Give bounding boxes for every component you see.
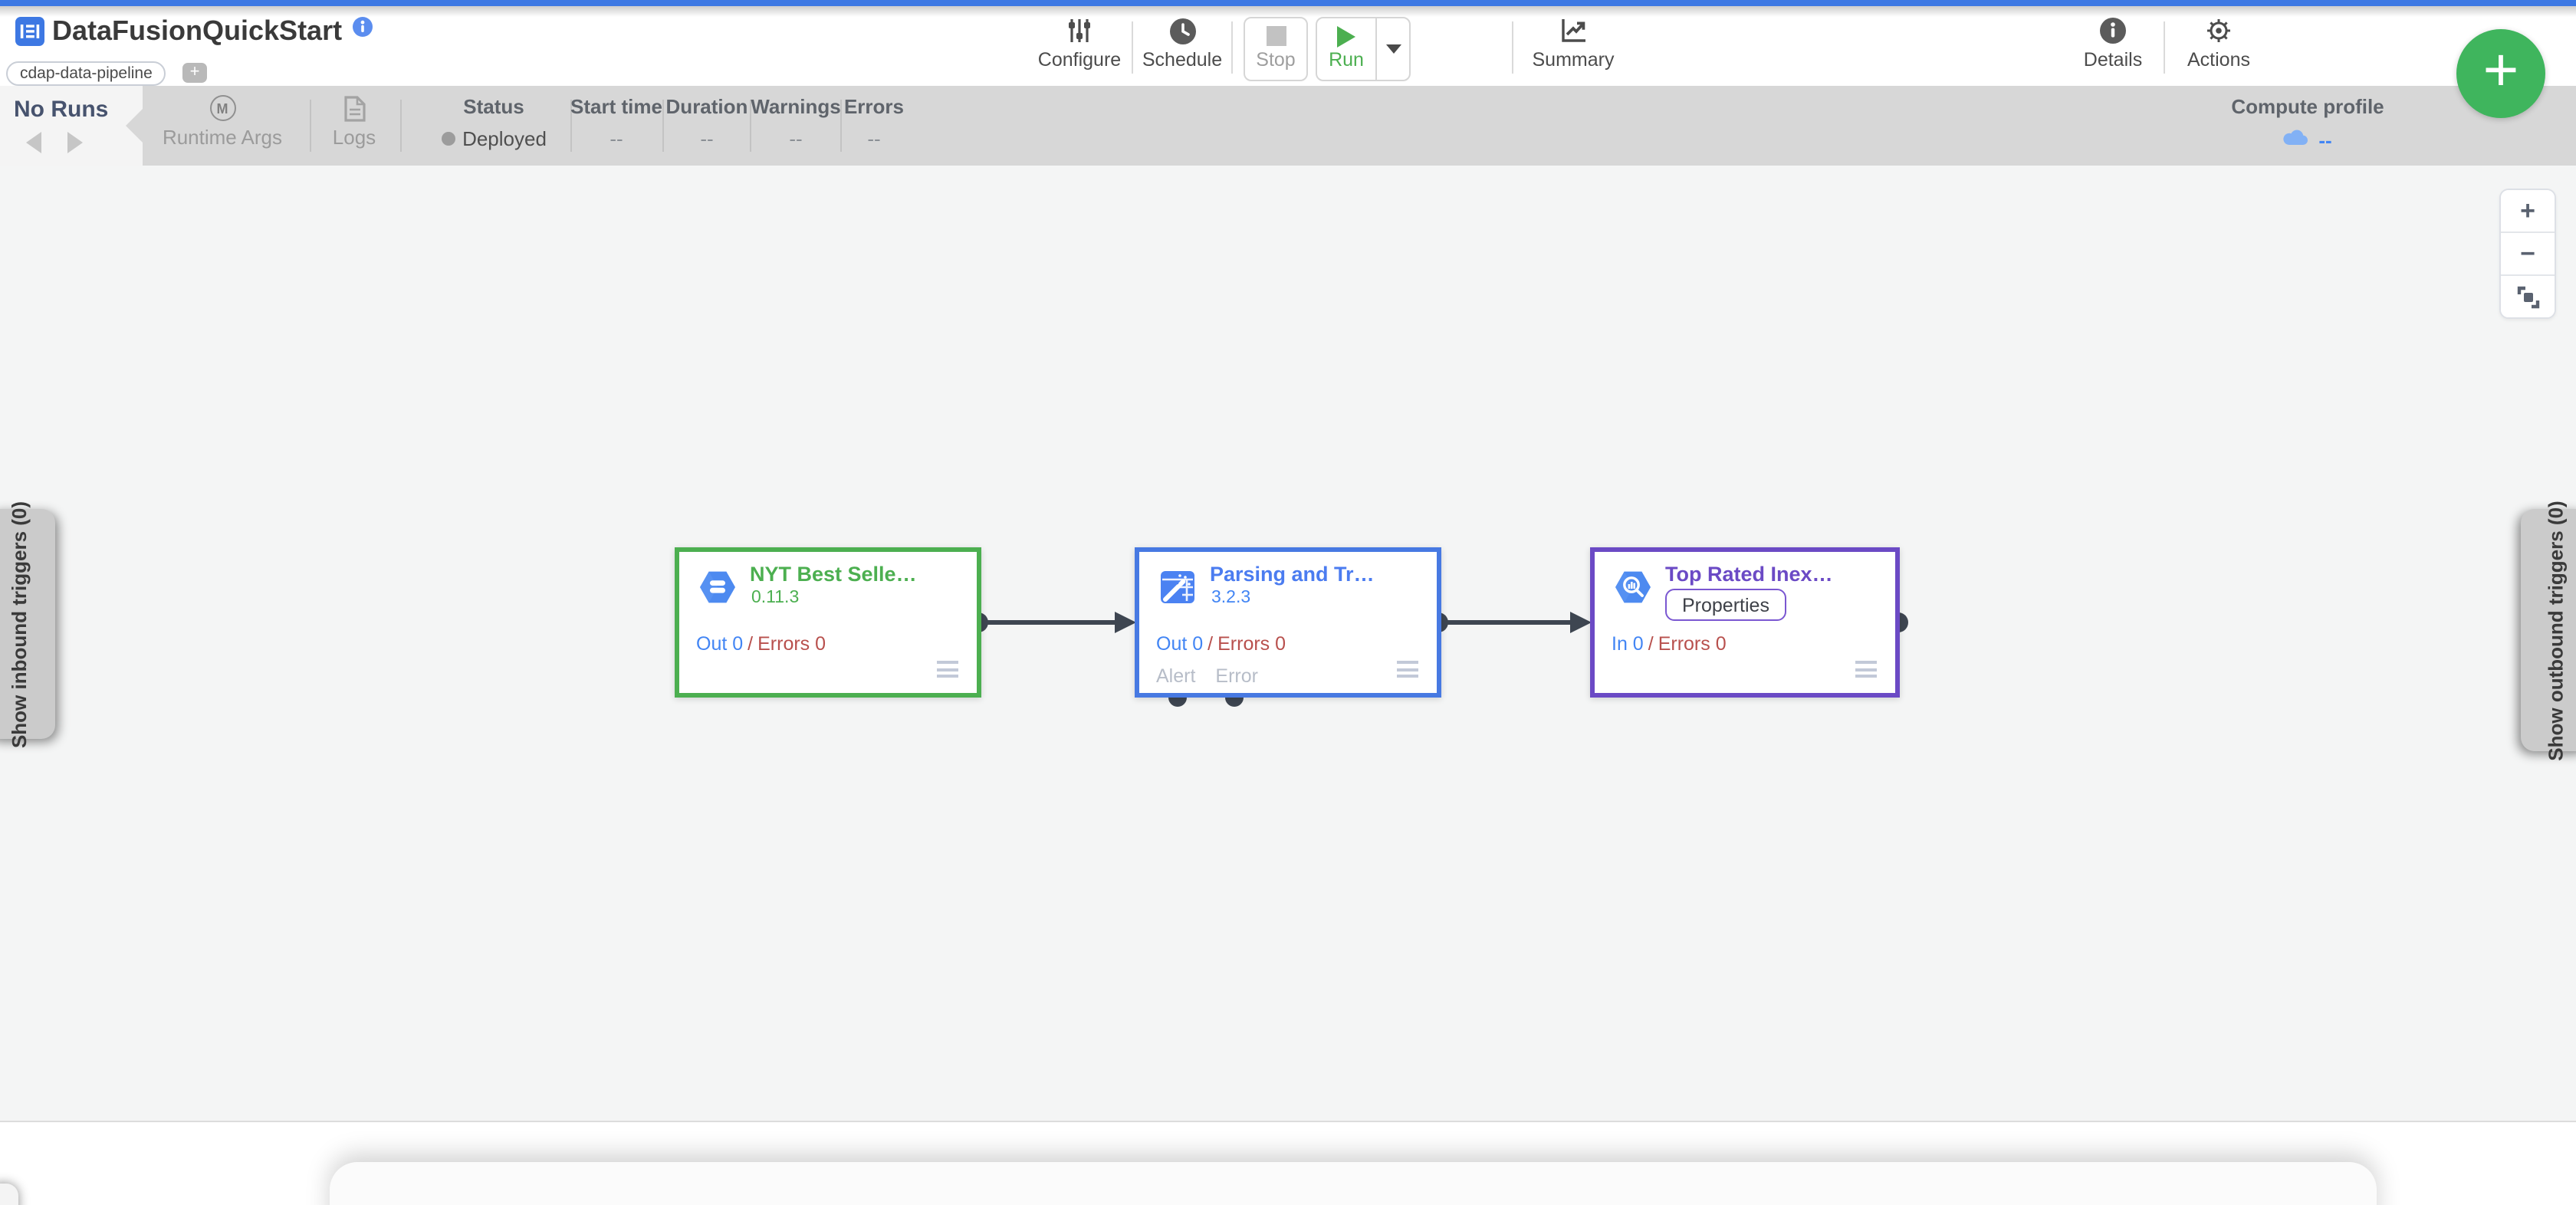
- node-title: Parsing and Tr…: [1210, 563, 1375, 586]
- errors-metric[interactable]: Errors 0: [1217, 633, 1286, 655]
- out-metric[interactable]: Out 0: [696, 633, 744, 655]
- toolbar-separator: [2164, 21, 2165, 74]
- stop-icon: [1266, 26, 1286, 46]
- add-tag-button[interactable]: +: [182, 63, 207, 83]
- sliders-icon: [1030, 15, 1129, 46]
- warnings-stat: Warnings --: [751, 95, 841, 150]
- compute-profile-value: --: [2318, 128, 2332, 151]
- node-metrics: In 0/Errors 0: [1612, 633, 1727, 655]
- source-node[interactable]: NYT Best Selle… 0.11.3 Out 0/Errors 0: [675, 547, 981, 698]
- pipeline-title-row: DataFusionQuickStart: [52, 12, 373, 49]
- transform-node[interactable]: Parsing and Tr… 3.2.3 Out 0/Errors 0 Ale…: [1135, 547, 1441, 698]
- document-icon: [301, 94, 408, 123]
- add-entity-button[interactable]: +: [2456, 29, 2545, 118]
- errors-metric[interactable]: Errors 0: [1658, 633, 1727, 655]
- chart-icon: [1524, 15, 1622, 46]
- runs-count-label: No Runs: [14, 97, 109, 123]
- gear-icon: [2170, 15, 2268, 46]
- bottom-panel-shadow: [330, 1162, 2377, 1205]
- runbar-separator: [662, 100, 664, 152]
- run-options-dropdown[interactable]: [1377, 18, 1409, 80]
- duration-stat: Duration --: [665, 95, 748, 150]
- top-accent-bar: [0, 0, 2576, 6]
- errors-metric[interactable]: Errors 0: [757, 633, 826, 655]
- node-menu-icon[interactable]: [937, 661, 958, 681]
- wrangler-icon: [1158, 567, 1198, 615]
- configure-button[interactable]: Configure: [1030, 15, 1129, 71]
- toolbar-separator: [1132, 21, 1133, 74]
- status-dot: [441, 132, 455, 146]
- inbound-triggers-tab[interactable]: Show inbound triggers (0): [0, 501, 55, 747]
- runbar-separator: [400, 100, 402, 152]
- runtime-args-button[interactable]: M Runtime Args: [153, 94, 291, 149]
- node-menu-icon[interactable]: [1855, 661, 1877, 681]
- fit-to-screen-button[interactable]: [2501, 276, 2555, 317]
- schedule-button[interactable]: Schedule: [1133, 15, 1231, 71]
- previous-run-arrow[interactable]: [26, 132, 41, 153]
- macro-icon: M: [153, 94, 291, 123]
- node-title: Top Rated Inex…: [1665, 563, 1833, 586]
- cdap-logo-icon: [15, 17, 44, 54]
- errors-stat: Errors --: [843, 95, 905, 150]
- start-time-stat: Start time --: [570, 95, 662, 150]
- zoom-out-button[interactable]: −: [2501, 233, 2555, 276]
- error-port-label: Error: [1215, 665, 1258, 687]
- status-group: Status Deployed: [432, 95, 555, 150]
- logs-button[interactable]: Logs: [301, 94, 408, 149]
- pipeline-canvas[interactable]: NYT Best Selle… 0.11.3 Out 0/Errors 0 Pa…: [0, 166, 2576, 1122]
- compute-profile-group[interactable]: Compute profile --: [2208, 95, 2407, 153]
- next-run-arrow[interactable]: [67, 132, 83, 153]
- arrowhead-icon: [1570, 612, 1592, 633]
- runbar-separator: [570, 100, 572, 152]
- node-version: 0.11.3: [751, 589, 800, 607]
- alert-port-label: Alert: [1156, 665, 1196, 687]
- pipeline-info-icon[interactable]: [353, 17, 373, 44]
- runbar-separator: [840, 100, 842, 152]
- sink-node[interactable]: Top Rated Inex… Properties In 0/Errors 0: [1590, 547, 1900, 698]
- run-split-button: Run: [1316, 17, 1411, 81]
- chevron-down-icon: [1385, 44, 1401, 54]
- bottom-panel-area: [0, 1122, 2576, 1205]
- run-button[interactable]: Run: [1317, 18, 1377, 80]
- actions-button[interactable]: Actions: [2170, 15, 2268, 71]
- node-metrics: Out 0/Errors 0: [696, 633, 826, 655]
- header: DataFusionQuickStart cdap-data-pipeline …: [0, 6, 2576, 86]
- runbar-separator: [310, 100, 311, 152]
- node-menu-icon[interactable]: [1397, 661, 1418, 681]
- pipeline-type-tag[interactable]: cdap-data-pipeline: [6, 61, 166, 86]
- details-button[interactable]: Details: [2064, 15, 2162, 71]
- arrowhead-icon: [1115, 612, 1136, 633]
- summary-button[interactable]: Summary: [1524, 15, 1622, 71]
- runbar-separator: [750, 100, 751, 152]
- node-title: NYT Best Selle…: [750, 563, 917, 586]
- stop-button[interactable]: Stop: [1244, 17, 1308, 81]
- out-metric[interactable]: Out 0: [1156, 633, 1204, 655]
- toolbar-separator: [1512, 21, 1513, 74]
- pipeline-title: DataFusionQuickStart: [52, 15, 343, 45]
- clock-icon: [1133, 15, 1231, 46]
- bigquery-hexagon-icon: [1613, 567, 1653, 615]
- cloud-icon: [2283, 126, 2309, 153]
- zoom-controls: + −: [2499, 189, 2556, 319]
- info-icon: [2064, 15, 2162, 46]
- zoom-in-button[interactable]: +: [2501, 190, 2555, 233]
- runs-navigator[interactable]: No Runs: [0, 86, 143, 166]
- status-value: Deployed: [462, 127, 547, 150]
- play-icon: [1337, 26, 1355, 48]
- node-metrics: Out 0/Errors 0: [1156, 633, 1286, 655]
- outbound-triggers-tab[interactable]: Show outbound triggers (0): [2521, 500, 2576, 760]
- properties-button[interactable]: Properties: [1665, 589, 1786, 621]
- toolbar-separator: [1231, 21, 1233, 74]
- in-metric[interactable]: In 0: [1612, 633, 1644, 655]
- database-hexagon-icon: [698, 567, 738, 615]
- node-port-labels: Alert Error: [1156, 665, 1258, 687]
- run-status-bar: No Runs M Runtime Args Logs Status Deplo…: [0, 86, 2576, 166]
- node-version: 3.2.3: [1211, 589, 1251, 607]
- bottom-left-panel-corner: [0, 1184, 18, 1205]
